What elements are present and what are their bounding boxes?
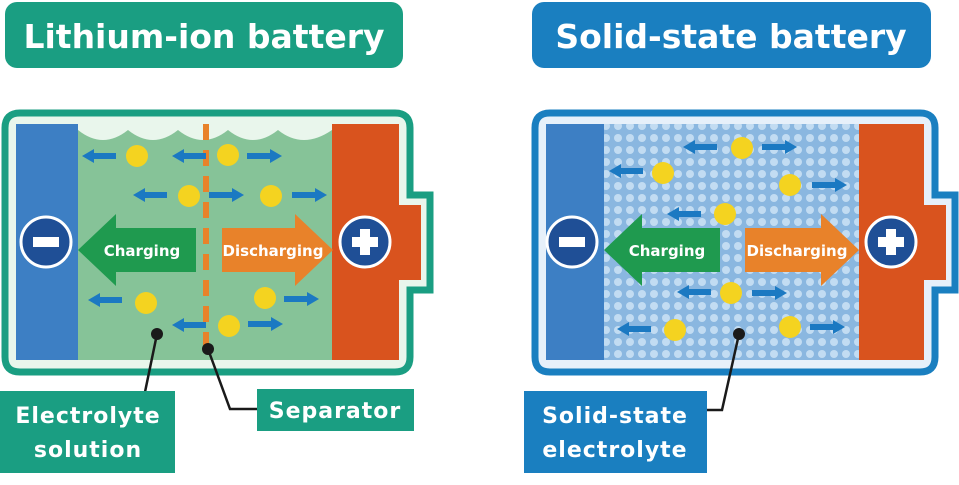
ion [260,185,282,207]
ion-arrow-left [133,188,167,202]
ion [218,315,240,337]
ion [135,292,157,314]
solid-state-terminal [924,205,946,280]
charging-arrow-left [78,214,196,286]
plus-icon-bar-v [360,229,370,255]
ion [720,282,742,304]
ion [178,185,200,207]
ion [664,319,686,341]
ion-arrow-right [752,286,787,300]
ion-arrow-right [810,320,845,334]
ion-arrow-right [284,292,319,306]
charging-label-right: Charging [629,242,706,260]
charging-label-left: Charging [104,242,181,260]
solid-state-electrolyte-label-line2: electrolyte [542,438,687,463]
minus-icon-bar [559,237,585,247]
lithium-ion-title: Lithium-ion battery [23,17,384,56]
electrolyte-callout-line [143,333,159,393]
ion-arrow-right [247,149,282,163]
ion [652,162,674,184]
solid-state-title: Solid-state battery [555,17,906,56]
charging-arrow-right-panel [604,214,720,286]
ion-arrow-left [683,140,717,154]
ion-arrow-left [667,207,701,221]
discharging-arrow-left [222,214,333,286]
ion [217,144,239,166]
solid-state-title-badge [532,2,931,68]
ion [126,145,148,167]
separator-label: Separator [269,399,402,424]
lithium-ion-ion-arrows [82,149,327,332]
ion-arrow-right [248,317,283,331]
ion-arrow-left [172,149,206,163]
solid-state-ions [652,137,801,341]
ion [731,137,753,159]
discharging-label-right: Discharging [747,242,848,260]
ion-arrow-left [617,322,651,336]
ion [714,203,736,225]
ion-arrow-right [209,188,244,202]
lithium-ion-panel: Lithium-ion battery Charging Discharging [0,2,434,473]
minus-icon-bar [33,237,59,247]
electrolyte-solution-label-box [0,391,175,473]
lithium-ion-title-badge [5,2,403,68]
plus-icon-bar-v [886,229,896,255]
ion [779,174,801,196]
electrolyte-solution-label-line1: Electrolyte [15,404,160,429]
ion-arrow-left [677,285,711,299]
ion-arrow-left [172,318,206,332]
solid-state-panel: Solid-state battery Charging Discharging [524,2,959,473]
solid-state-ion-arrows [609,140,847,336]
lithium-ion-terminal [399,205,421,280]
ion [779,316,801,338]
solid-electrolyte-callout-line [706,333,741,412]
electrolyte-solution-label-line2: solution [34,438,142,463]
ion-arrow-left [609,164,643,178]
ion-arrow-right [812,178,847,192]
discharging-arrow-right-panel [745,214,859,286]
discharging-label-left: Discharging [223,242,324,260]
solid-state-electrolyte-label-box [524,391,707,473]
ion-arrow-left [88,293,122,307]
ion [254,287,276,309]
ion-arrow-right [762,140,797,154]
ion-arrow-right [292,188,327,202]
separator-callout-line [206,348,258,411]
separator-label-box [257,389,414,431]
solid-state-electrolyte-label-line1: Solid-state [542,404,688,429]
lithium-ion-ions [126,144,282,337]
ion-arrow-left [82,149,116,163]
